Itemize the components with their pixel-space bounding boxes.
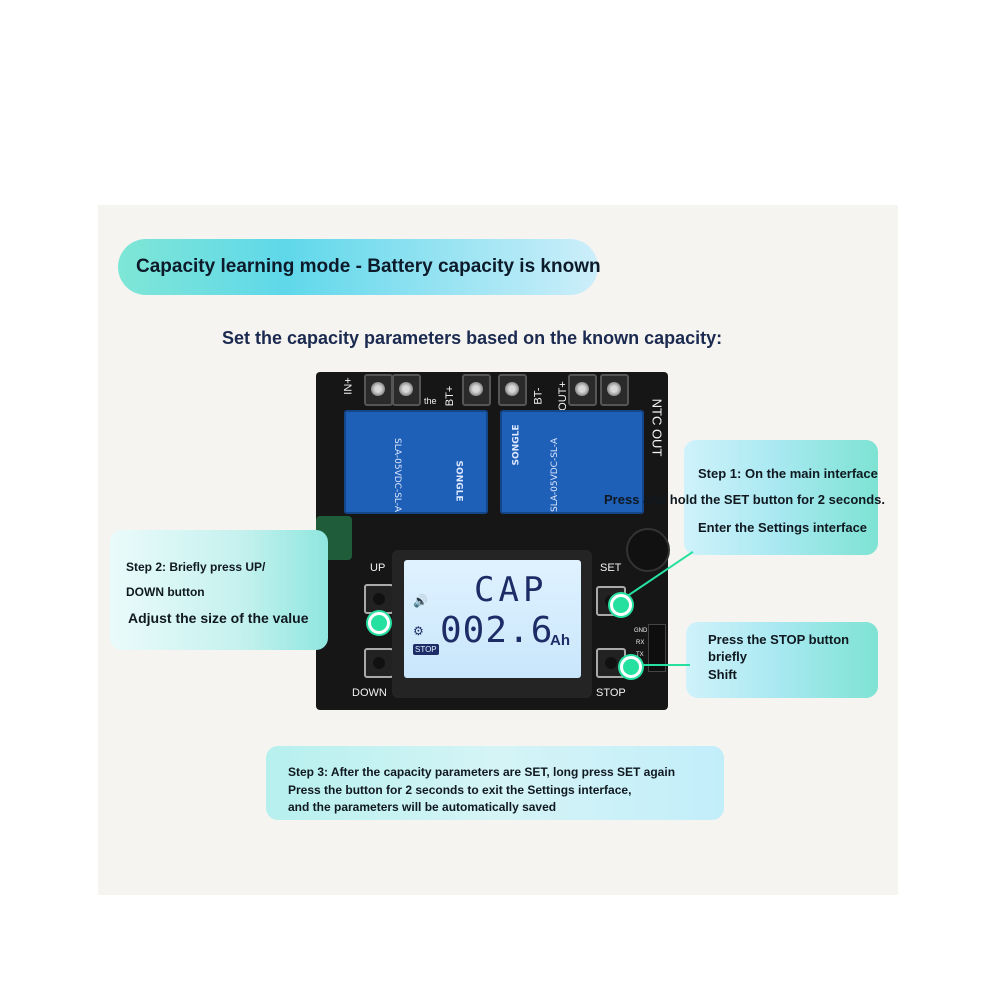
relay-left: [344, 410, 488, 514]
speaker-icon: 🔊: [413, 594, 428, 608]
stop-card-line2: briefly: [708, 649, 748, 664]
relay-left-brand: SONGLE: [453, 460, 464, 502]
step2-line2: DOWN button: [126, 585, 205, 599]
relay-left-label: SLA-05VDC-SL-A: [392, 438, 402, 512]
relay-right: [500, 410, 644, 514]
pin-label-rx: RX: [636, 640, 645, 646]
subtitle: Set the capacity parameters based on the…: [222, 328, 723, 348]
step2-line1: Step 2: Briefly press UP/: [126, 560, 266, 574]
terminal-label-in: IN+: [342, 377, 355, 395]
set-marker: [610, 594, 632, 616]
stop-marker: [620, 656, 642, 678]
stop-card: [686, 622, 878, 698]
terminal-label-the: the: [424, 396, 437, 406]
lcd-mode-text: CAP: [474, 570, 548, 610]
relay-right-label: SLA-05VDC-SL-A: [550, 438, 560, 512]
terminal-screw: [498, 374, 527, 406]
pin-label-tx: TX: [636, 652, 644, 658]
up-button[interactable]: [364, 584, 394, 614]
buzzer: [626, 528, 670, 572]
lcd-value: 002.6: [440, 610, 554, 651]
connector-stop: [630, 664, 690, 666]
pin-label-gnd: GND: [634, 628, 648, 634]
step1-line3: Enter the Settings interface: [698, 520, 868, 535]
pin-header: [648, 624, 666, 672]
up-down-marker: [368, 612, 390, 634]
down-button[interactable]: [364, 648, 394, 678]
stop-card-line3: Shift: [708, 667, 737, 682]
terminal-label-out-plus: OUT+: [556, 381, 569, 411]
step2-card: [110, 530, 328, 650]
page-title: Capacity learning mode - Battery capacit…: [136, 256, 601, 277]
step1-line1: Step 1: On the main interface: [698, 466, 878, 481]
stop-indicator-icon: STOP: [413, 644, 439, 655]
terminal-label-bt-plus: BT+: [444, 385, 457, 407]
terminal-screw: [392, 374, 421, 406]
lcd-screen: [404, 560, 581, 678]
relay-right-brand: SONGLE: [511, 424, 522, 466]
terminal-screw: [364, 374, 393, 406]
step2-line3: Adjust the size of the value: [128, 610, 309, 626]
step1-card: [684, 440, 878, 555]
step3-line3: and the parameters will be automatically…: [288, 800, 557, 814]
title-banner: [118, 239, 598, 295]
terminal-screw: [568, 374, 597, 406]
terminal-screw: [600, 374, 629, 406]
terminal-label-bt-minus: BT-: [532, 387, 545, 405]
set-button-label: SET: [600, 562, 622, 574]
step3-line2: Press the button for 2 seconds to exit t…: [288, 783, 632, 797]
step3-card: [266, 746, 724, 820]
step3-line1: Step 3: After the capacity parameters ar…: [288, 765, 676, 779]
lcd-unit: Ah: [550, 632, 570, 649]
up-button-label: UP: [370, 562, 386, 574]
stop-card-line1: Press the STOP button: [708, 632, 850, 647]
step1-line2: Press and hold the SET button for 2 seco…: [604, 492, 885, 507]
terminal-screw: [462, 374, 491, 406]
gear-icon: ⚙: [413, 624, 424, 638]
stop-button-label: STOP: [596, 687, 626, 699]
ntc-label: NTC OUT: [649, 398, 665, 457]
down-button-label: DOWN: [352, 687, 387, 699]
